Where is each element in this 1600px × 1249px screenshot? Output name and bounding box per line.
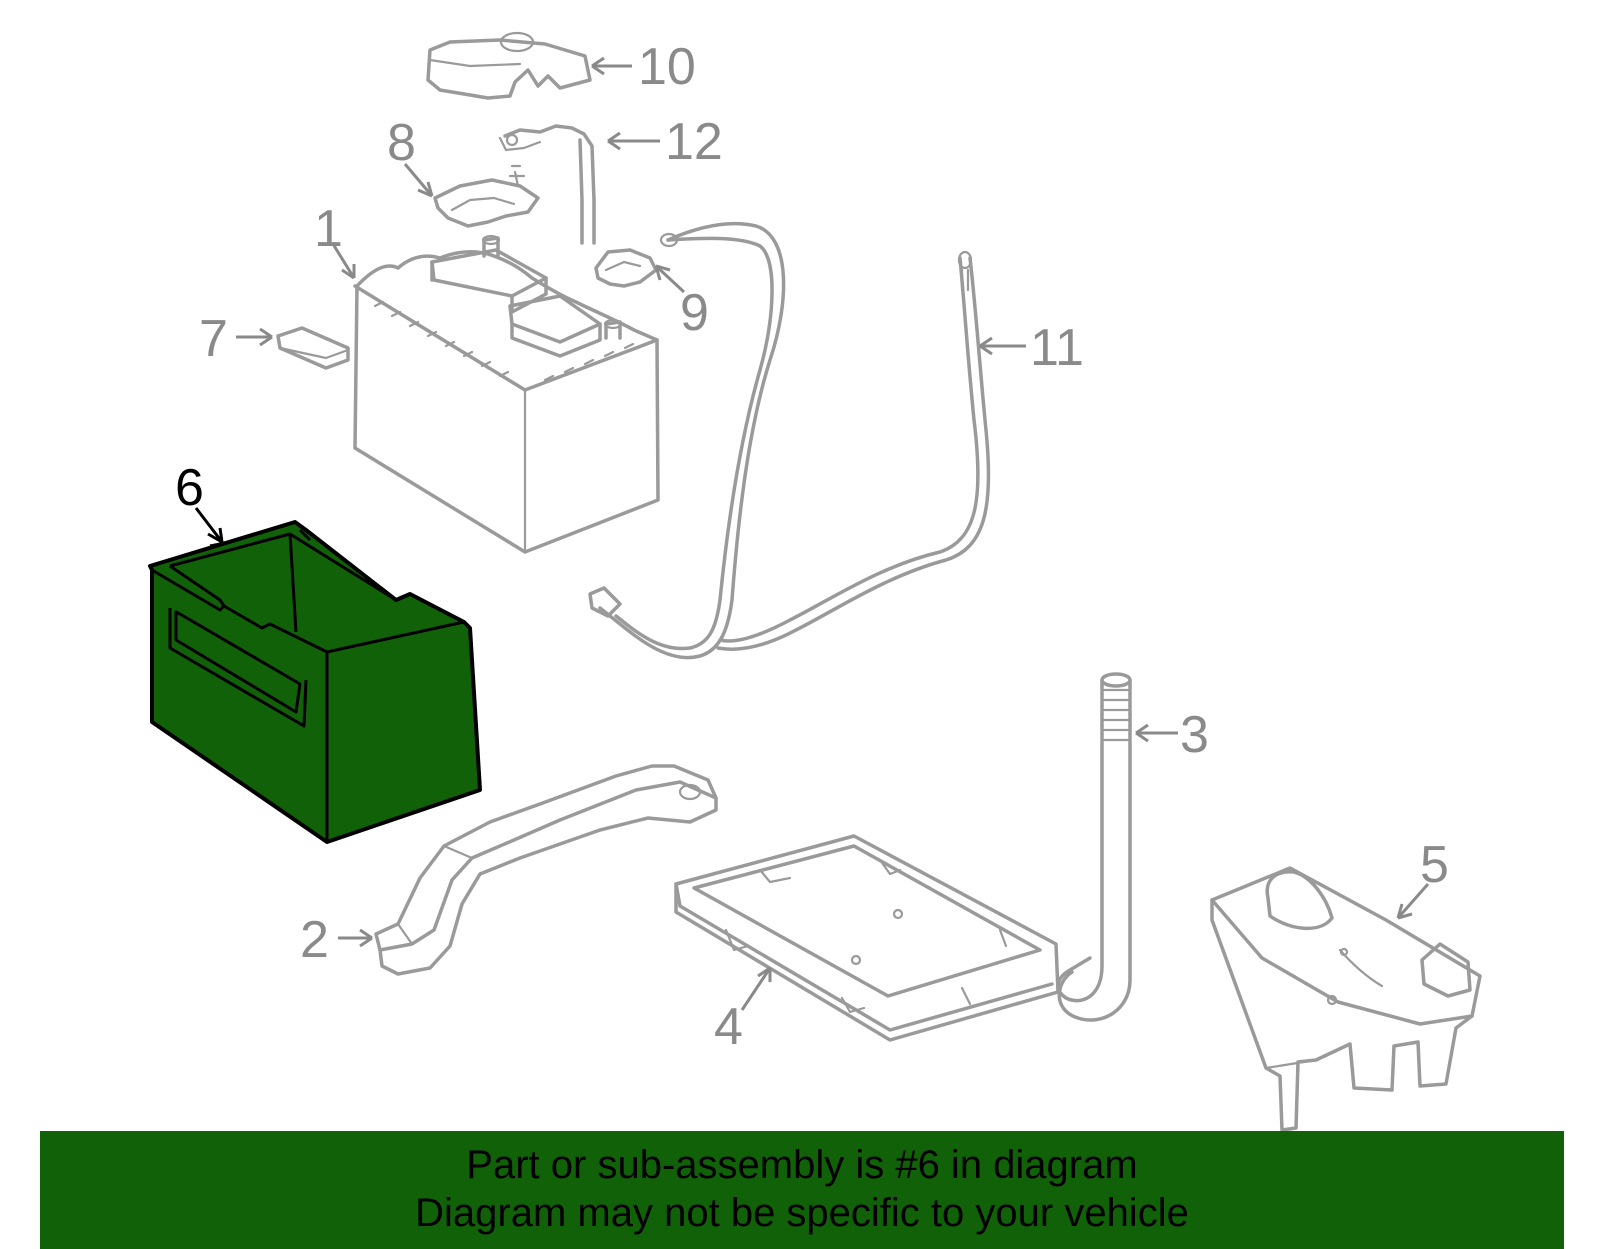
- callout-5[interactable]: 5: [1420, 836, 1449, 894]
- leader-4: [740, 967, 772, 1011]
- cable-long[interactable]: [588, 221, 786, 660]
- banner-line-part: Part or sub-assembly is #6 in diagram: [466, 1143, 1138, 1187]
- part-3-hold-down-rod[interactable]: [1056, 672, 1132, 1022]
- info-banner: Part or sub-assembly is #6 in diagram Di…: [40, 1131, 1564, 1249]
- arrowhead-3: [1135, 723, 1149, 743]
- arrowhead-1: [341, 264, 356, 280]
- part-11-ground-cable[interactable]: [716, 250, 991, 651]
- callout-7[interactable]: 7: [199, 310, 228, 368]
- part-10-terminal-cover[interactable]: [426, 31, 592, 100]
- arrowhead-2: [359, 928, 373, 948]
- banner-line-disclaimer: Diagram may not be specific to your vehi…: [415, 1191, 1189, 1235]
- leader-8: [403, 163, 434, 197]
- arrowhead-4: [757, 966, 772, 982]
- part-5-tray-support[interactable]: [1210, 866, 1482, 1132]
- part-9-terminal-clamp[interactable]: [594, 248, 658, 288]
- arrowhead-6: [207, 527, 224, 544]
- leader-9: [654, 264, 686, 294]
- callout-12[interactable]: 12: [665, 113, 723, 171]
- part-2-hold-down-bracket[interactable]: [374, 764, 718, 976]
- arrowhead-7: [259, 327, 273, 347]
- part-4-battery-tray[interactable]: [674, 834, 1060, 1042]
- part-1-battery[interactable]: [353, 234, 660, 554]
- leader-1: [331, 243, 356, 279]
- leader-6: [194, 507, 224, 543]
- callout-9[interactable]: 9: [680, 284, 709, 342]
- part-12-cable[interactable]: [498, 124, 596, 245]
- callout-2[interactable]: 2: [300, 911, 329, 969]
- callout-8[interactable]: 8: [387, 114, 416, 172]
- callout-3[interactable]: 3: [1180, 706, 1209, 764]
- callout-4[interactable]: 4: [714, 998, 743, 1056]
- callout-1[interactable]: 1: [314, 200, 343, 258]
- arrowhead-10: [591, 56, 605, 76]
- callout-10[interactable]: 10: [638, 38, 696, 96]
- arrowhead-8: [417, 181, 434, 198]
- arrowhead-11: [979, 336, 993, 356]
- arrowhead-12: [607, 131, 621, 151]
- arrowhead-5: [1396, 903, 1413, 920]
- leader-5: [1396, 883, 1430, 919]
- arrowhead-9: [654, 264, 671, 281]
- part-8-terminal-clamp[interactable]: [433, 164, 540, 228]
- callout-6[interactable]: 6: [175, 459, 204, 517]
- part-6-battery-box[interactable]: [148, 520, 482, 844]
- part-7-pad[interactable]: [276, 326, 350, 370]
- callout-11[interactable]: 11: [1030, 319, 1084, 377]
